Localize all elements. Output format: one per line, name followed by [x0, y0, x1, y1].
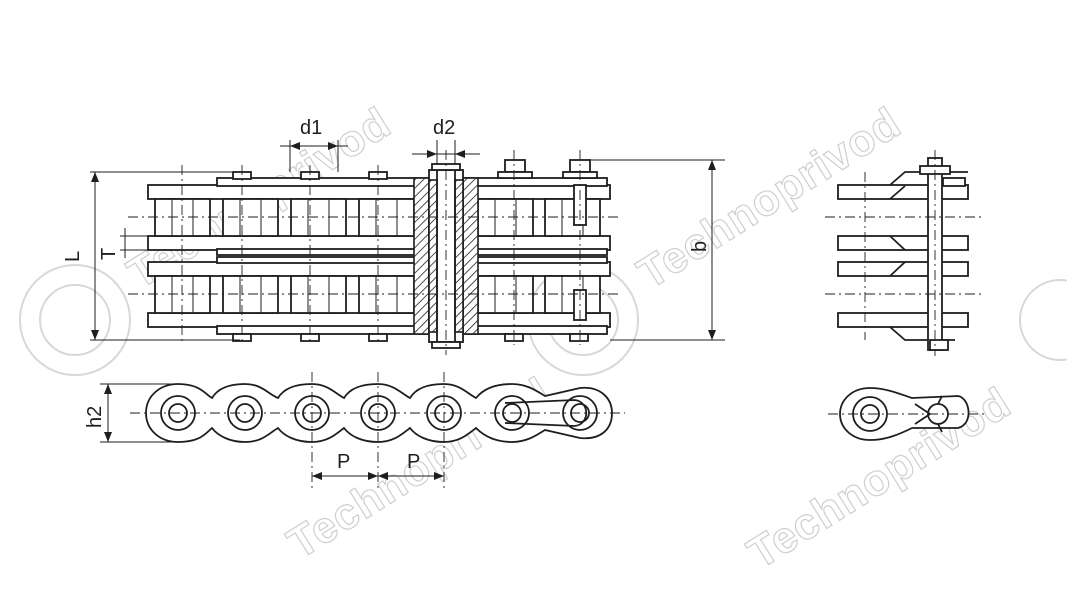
label-d1: d1: [300, 117, 322, 139]
dimension-h2: h2: [84, 383, 178, 443]
dimension-T: T: [98, 228, 148, 260]
dimension-L: L: [62, 171, 240, 341]
outer-plates-top-strand: [147, 177, 611, 335]
rollers-top-strand: [154, 198, 601, 237]
watermark-logo-inner: [39, 284, 111, 356]
connecting-link-view: [828, 387, 985, 441]
front-view: L T b d1 d: [62, 117, 725, 355]
dimension-d1: d1: [280, 117, 348, 172]
label-d2: d2: [433, 117, 455, 139]
label-L: L: [62, 251, 84, 262]
side-view: h2 P P: [84, 372, 625, 490]
watermark-logo: [19, 264, 131, 376]
watermark-layer: Technoprivod Technoprivod Technoprivod T…: [19, 98, 1067, 579]
dimension-d2: d2: [412, 117, 480, 165]
dimension-b: b: [590, 159, 725, 341]
dimension-pitch: P P: [312, 451, 444, 480]
rollers-bottom-strand: [154, 275, 601, 314]
end-view: [825, 150, 982, 356]
front-view-centerlines: [128, 150, 622, 355]
label-pitch-1: P: [337, 451, 350, 473]
label-h2: h2: [84, 406, 106, 428]
label-pitch-2: P: [407, 451, 420, 473]
label-b: b: [689, 241, 711, 252]
label-T: T: [98, 248, 120, 260]
watermark-logo: [1019, 279, 1067, 361]
